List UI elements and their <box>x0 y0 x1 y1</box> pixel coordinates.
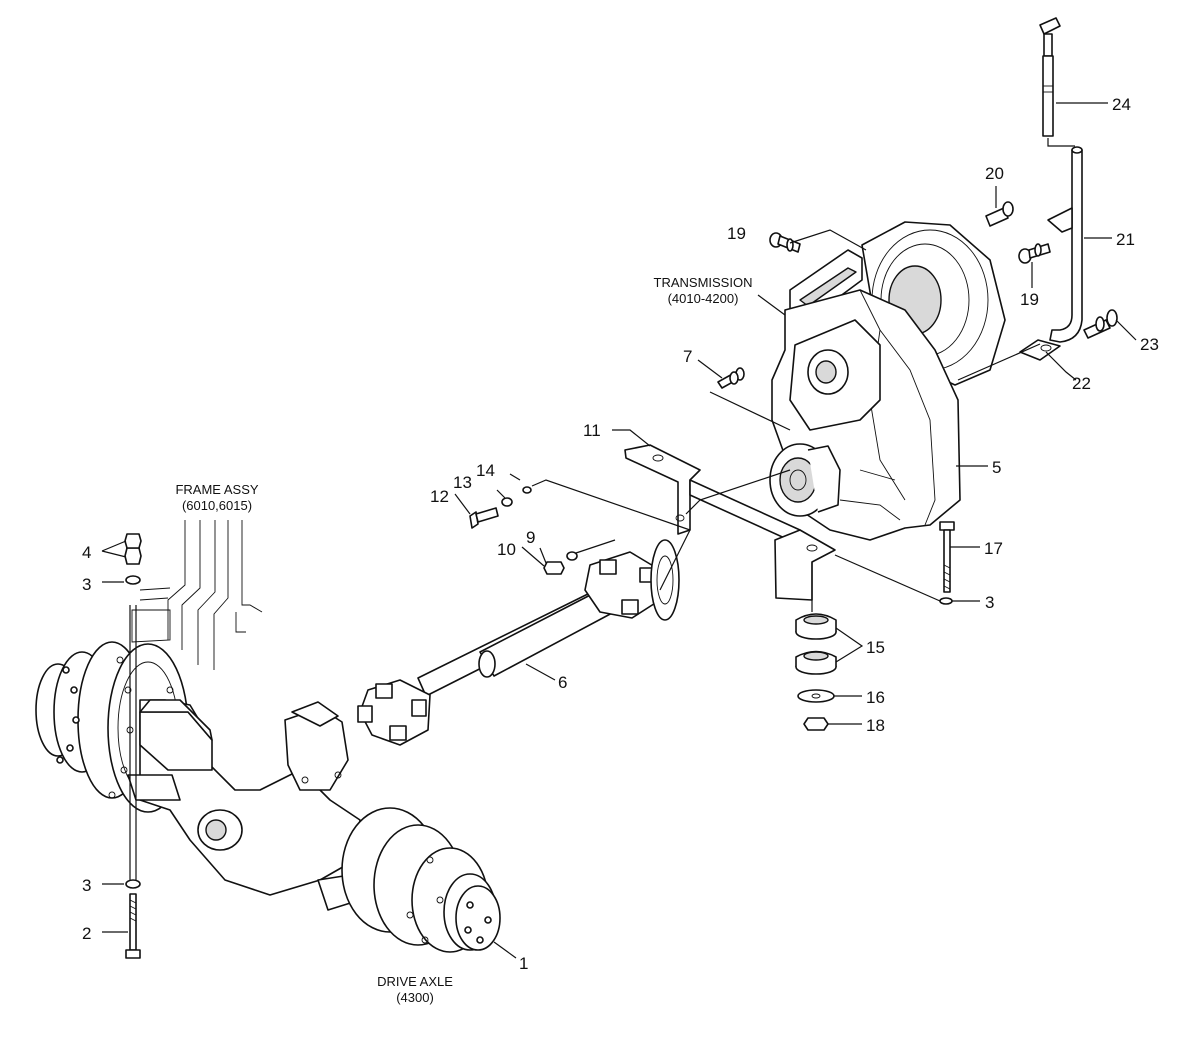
callout-17: 17 <box>984 539 1003 558</box>
caption-frame-code: (6010,6015) <box>182 498 252 513</box>
callout-1: 1 <box>519 954 528 973</box>
caption-transmission-code: (4010-4200) <box>668 291 739 306</box>
callout-5: 5 <box>992 458 1001 477</box>
callout-6: 6 <box>558 673 567 692</box>
callout-22: 22 <box>1072 374 1091 393</box>
transmission <box>769 221 1006 541</box>
caption-axle-name: DRIVE AXLE <box>377 974 453 989</box>
callout-12: 12 <box>430 487 449 506</box>
drive-shaft <box>357 539 680 746</box>
callout-13: 13 <box>453 473 472 492</box>
drive-axle <box>35 641 501 953</box>
washer-upper <box>125 575 141 585</box>
callout-20: 20 <box>985 164 1004 183</box>
bolt-head <box>125 949 141 959</box>
callout-23: 23 <box>1140 335 1159 354</box>
u-bolt-assembly <box>124 533 142 959</box>
caption-transmission-name: TRANSMISSION <box>654 275 753 290</box>
callout-7: 7 <box>683 347 692 366</box>
nut-lower <box>124 547 142 565</box>
callout-14: 14 <box>476 461 495 480</box>
dipstick-assembly <box>1039 17 1083 343</box>
callout-2: 2 <box>82 924 91 943</box>
callout-numbers: 1 2 3 3 3 4 5 6 7 9 10 11 12 13 14 15 16… <box>82 95 1159 973</box>
callout-9: 9 <box>526 528 535 547</box>
caption-frame-name: FRAME ASSY <box>175 482 258 497</box>
callout-16: 16 <box>866 688 885 707</box>
callout-21: 21 <box>1116 230 1135 249</box>
caption-axle-code: (4300) <box>396 990 434 1005</box>
callout-11: 11 <box>583 421 601 440</box>
callout-3-upper: 3 <box>82 575 91 594</box>
callout-10: 10 <box>497 540 516 559</box>
callout-24: 24 <box>1112 95 1131 114</box>
callout-18: 18 <box>866 716 885 735</box>
frame-assy <box>131 520 263 670</box>
nut-upper <box>124 533 142 549</box>
callout-3-right: 3 <box>985 593 994 612</box>
callout-4: 4 <box>82 543 91 562</box>
callout-15: 15 <box>866 638 885 657</box>
leader-lines <box>101 102 1137 959</box>
callout-19-right: 19 <box>1020 290 1039 309</box>
callout-19-left: 19 <box>727 224 746 243</box>
washer-lower <box>125 879 141 889</box>
captions: TRANSMISSION (4010-4200) FRAME ASSY (601… <box>175 275 752 1005</box>
callout-3-lower: 3 <box>82 876 91 895</box>
mount-hardware <box>795 521 955 731</box>
